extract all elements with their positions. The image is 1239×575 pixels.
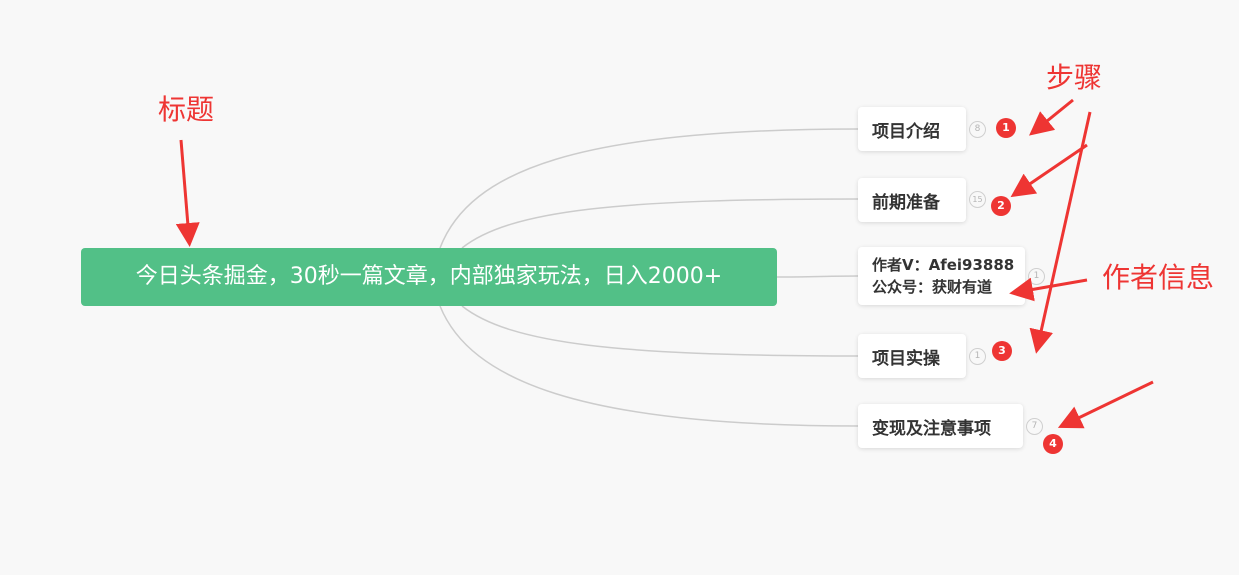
arrow-to-title bbox=[175, 139, 200, 247]
subtopic-count-badge[interactable]: 1 bbox=[1028, 268, 1045, 285]
topic-label: 项目介绍 bbox=[872, 121, 940, 142]
author-wechat: 作者V：Afei93888 bbox=[872, 256, 1015, 274]
annotation-author: 作者信息 bbox=[1102, 261, 1215, 294]
subtopic-count-badge[interactable]: 8 bbox=[969, 121, 986, 138]
step-badge-1: 1 bbox=[996, 118, 1016, 138]
step-badge-3: 3 bbox=[992, 341, 1012, 361]
subtopic-count-badge[interactable]: 1 bbox=[969, 348, 986, 365]
arrow-to-step-1 bbox=[1029, 98, 1074, 136]
author-account: 公众号：获财有道 bbox=[872, 278, 993, 296]
topic-author-info[interactable]: 作者V：Afei93888 公众号：获财有道 bbox=[858, 247, 1025, 305]
connector-2 bbox=[461, 198, 859, 249]
step-badge-2: 2 bbox=[991, 196, 1011, 216]
connector-5 bbox=[439, 305, 859, 427]
root-topic[interactable]: 今日头条掘金，30秒一篇文章，内部独家玩法，日入2000+ bbox=[81, 248, 777, 306]
topic-monetization[interactable]: 变现及注意事项 bbox=[858, 404, 1023, 448]
topic-project-intro[interactable]: 项目介绍 bbox=[858, 107, 966, 151]
subtopic-count-badge[interactable]: 7 bbox=[1026, 418, 1043, 435]
topic-label: 前期准备 bbox=[872, 192, 940, 213]
step-badge-4: 4 bbox=[1043, 434, 1063, 454]
annotation-title: 标题 bbox=[158, 93, 215, 126]
connector-3 bbox=[776, 275, 859, 278]
annotation-steps: 步骤 bbox=[1046, 61, 1103, 94]
arrow-to-step-4 bbox=[1057, 380, 1154, 429]
subtopic-count-badge[interactable]: 15 bbox=[969, 191, 986, 208]
connector-1 bbox=[439, 128, 859, 249]
topic-label: 项目实操 bbox=[872, 348, 940, 369]
topic-preparation[interactable]: 前期准备 bbox=[858, 178, 966, 222]
arrow-to-author bbox=[1009, 277, 1088, 302]
arrow-to-step-2 bbox=[1010, 143, 1088, 198]
topic-project-practice[interactable]: 项目实操 bbox=[858, 334, 966, 378]
connector-4 bbox=[461, 305, 859, 357]
arrow-to-step-3 bbox=[1029, 111, 1092, 354]
topic-label: 变现及注意事项 bbox=[872, 418, 991, 439]
